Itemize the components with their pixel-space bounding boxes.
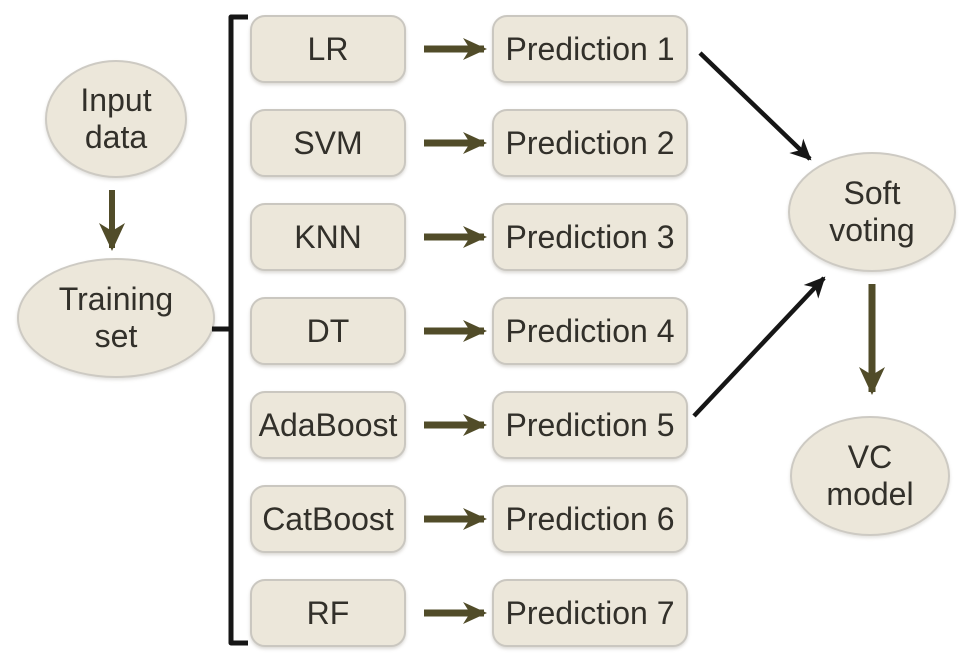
node-classifier-rf: RF — [250, 579, 406, 647]
node-input-data: Input data — [45, 60, 187, 178]
node-classifier-svm: SVM — [250, 109, 406, 177]
node-classifier-knn: KNN — [250, 203, 406, 271]
node-classifier-lr: LR — [250, 15, 406, 83]
node-prediction-2: Prediction 2 — [492, 109, 688, 177]
node-vc-model: VC model — [790, 416, 950, 536]
node-classifier-catboost: CatBoost — [250, 485, 406, 553]
node-prediction-3: Prediction 3 — [492, 203, 688, 271]
node-classifier-dt: DT — [250, 297, 406, 365]
node-prediction-5: Prediction 5 — [492, 391, 688, 459]
node-soft-voting: Soft voting — [788, 152, 956, 272]
node-prediction-6: Prediction 6 — [492, 485, 688, 553]
node-training-set: Training set — [17, 258, 215, 378]
node-prediction-4: Prediction 4 — [492, 297, 688, 365]
arrow-prediction1-to-softvoting — [698, 51, 812, 161]
node-prediction-1: Prediction 1 — [492, 15, 688, 83]
node-classifier-adaboost: AdaBoost — [250, 391, 406, 459]
arrow-prediction5-to-softvoting — [692, 276, 826, 418]
fanout-bracket — [228, 14, 248, 646]
node-prediction-7: Prediction 7 — [492, 579, 688, 647]
